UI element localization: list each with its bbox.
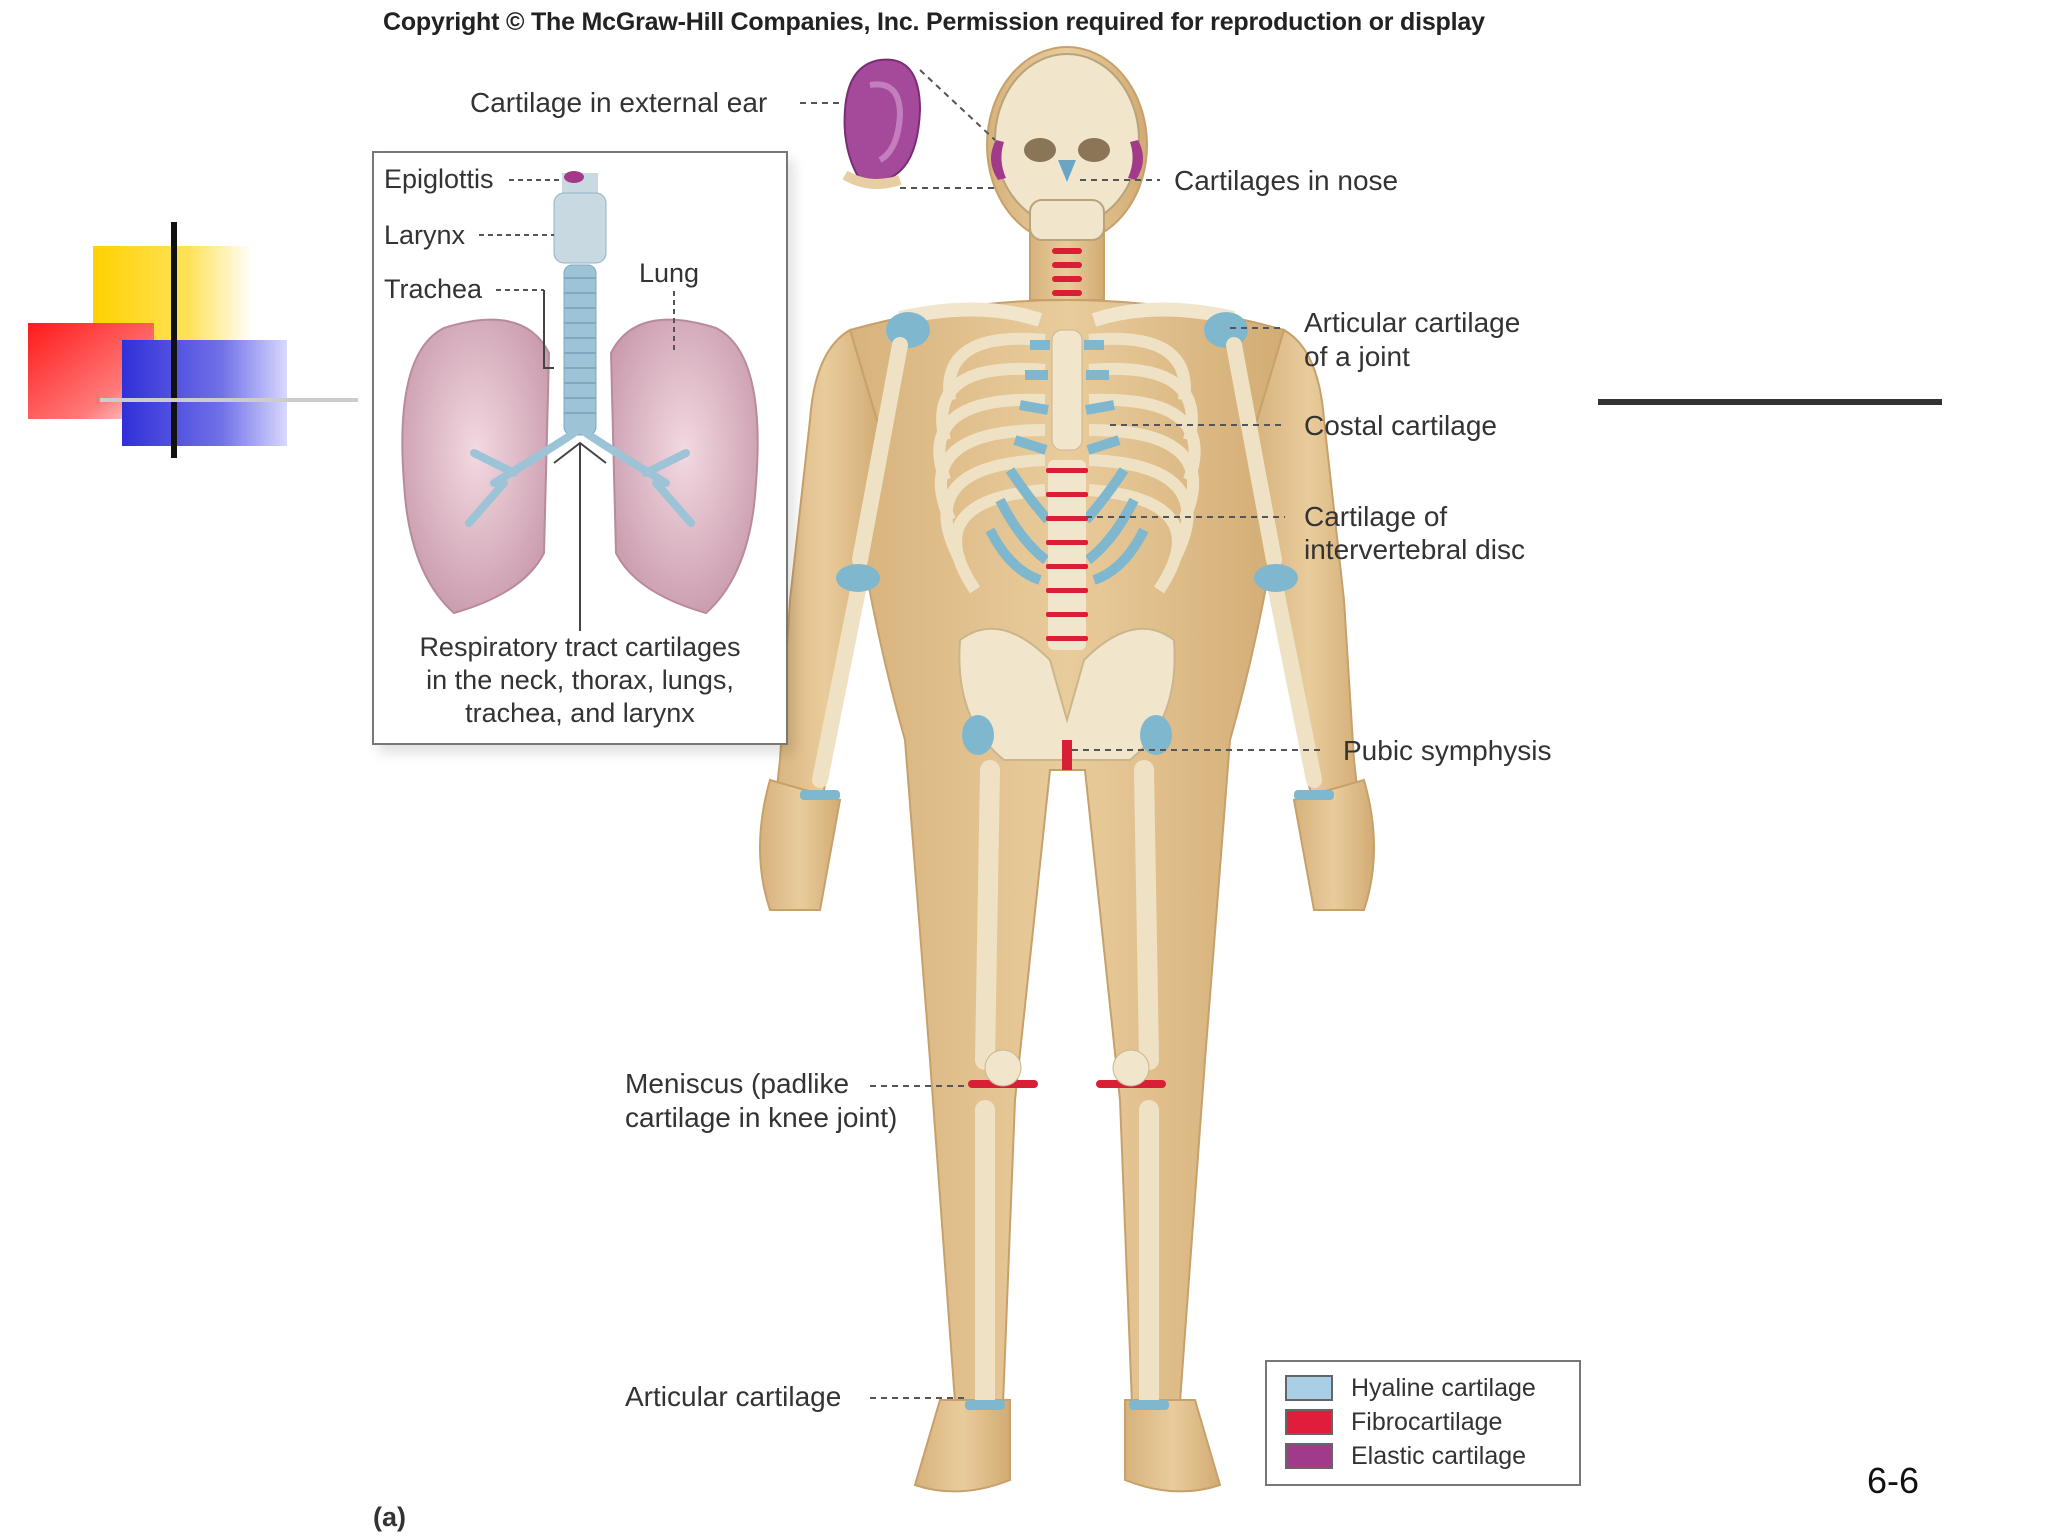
elbow-cartilage-left: [836, 564, 880, 592]
trachea-bracket: [543, 290, 554, 369]
leg-bones: [975, 760, 1159, 1410]
hip-cartilage-right: [1140, 715, 1172, 755]
eye-socket-left: [1024, 138, 1056, 162]
larynx-shape: [553, 192, 607, 264]
spine: [1046, 460, 1088, 650]
legend-item-fibro: Fibrocartilage: [1285, 1408, 1502, 1436]
label-meniscus-2: cartilage in knee joint): [625, 1102, 898, 1133]
inset-caption-line-3: trachea, and larynx: [465, 698, 695, 728]
ankle-cartilages: [965, 1400, 1169, 1410]
ribs: [933, 332, 1201, 594]
label-larynx: Larynx: [384, 220, 466, 250]
hip-cartilage-left: [962, 715, 994, 755]
ear-left: [990, 140, 1006, 180]
elbow-cartilage-right: [1254, 564, 1298, 592]
slide-number: 6-6: [1867, 1460, 1920, 1501]
label-nose: Cartilages in nose: [1174, 165, 1399, 196]
label-articular-joint-1: Articular cartilage: [1304, 307, 1521, 338]
legend-label-fibro: Fibrocartilage: [1351, 1407, 1503, 1436]
label-articular-foot: Articular cartilage: [625, 1381, 842, 1412]
legend-item-hyaline: Hyaline cartilage: [1285, 1374, 1536, 1402]
label-external-ear: Cartilage in external ear: [470, 87, 768, 118]
legend-swatch-fibro: [1285, 1409, 1333, 1435]
leader-lines: [800, 69, 1325, 1399]
legend-label-elastic: Elastic cartilage: [1351, 1441, 1527, 1470]
decorative-rule: [1598, 399, 1942, 405]
deco-horizontal-line: [100, 398, 358, 402]
label-pubic: Pubic symphysis: [1343, 735, 1552, 766]
sternum: [1051, 329, 1083, 451]
caption-pointer-fork: [553, 441, 607, 464]
label-meniscus-1: Meniscus (padlike: [625, 1068, 850, 1099]
label-intervertebral-2: intervertebral disc: [1304, 534, 1525, 565]
neck-discs: [1052, 248, 1082, 296]
legend-label-hyaline: Hyaline cartilage: [1351, 1373, 1536, 1402]
trachea-ring-lines: [564, 277, 596, 414]
respiratory-inset: Epiglottis Larynx Trachea Lung Respirato…: [372, 151, 788, 745]
bronchi: [465, 429, 695, 527]
inset-caption: Respiratory tract cartilages in the neck…: [374, 631, 786, 730]
inset-caption-line-1: Respiratory tract cartilages: [419, 632, 741, 662]
ear-fold: [869, 81, 904, 163]
ear-lobe: [842, 170, 902, 189]
inset-leaders: [479, 179, 675, 353]
label-trachea: Trachea: [384, 274, 483, 304]
copyright-notice: Copyright © The McGraw-Hill Companies, I…: [383, 8, 1485, 36]
cartilage-legend: Hyaline cartilage Fibrocartilage Elastic…: [1265, 1360, 1581, 1486]
left-lung: [401, 318, 551, 615]
nose-cartilage: [1058, 160, 1076, 182]
label-costal: Costal cartilage: [1304, 410, 1497, 441]
epiglottis-cartilage: [564, 171, 584, 183]
label-intervertebral-1: Cartilage of: [1304, 501, 1448, 532]
arm-bones: [812, 337, 1322, 788]
label-epiglottis: Epiglottis: [384, 164, 494, 194]
deco-vertical-line: [171, 222, 177, 458]
deco-blue-square: [122, 340, 287, 446]
lungs-drawing: [401, 171, 759, 631]
trachea-rings: [563, 264, 597, 436]
ear-right: [1128, 140, 1144, 180]
knees: [968, 1049, 1166, 1088]
legend-item-elastic: Elastic cartilage: [1285, 1442, 1526, 1470]
pubic-symphysis-cartilage: [1062, 740, 1072, 770]
legend-swatch-hyaline: [1285, 1375, 1333, 1401]
external-ear-cartilage: [843, 58, 922, 183]
figure-label: (a): [373, 1502, 406, 1532]
legend-swatch-elastic: [1285, 1443, 1333, 1469]
eye-socket-right: [1078, 138, 1110, 162]
right-lung: [609, 318, 759, 615]
label-articular-joint-2: of a joint: [1304, 341, 1410, 372]
label-lung: Lung: [639, 258, 700, 288]
wrist-cartilages: [800, 790, 1334, 800]
inset-caption-line-2: in the neck, thorax, lungs,: [426, 665, 734, 695]
